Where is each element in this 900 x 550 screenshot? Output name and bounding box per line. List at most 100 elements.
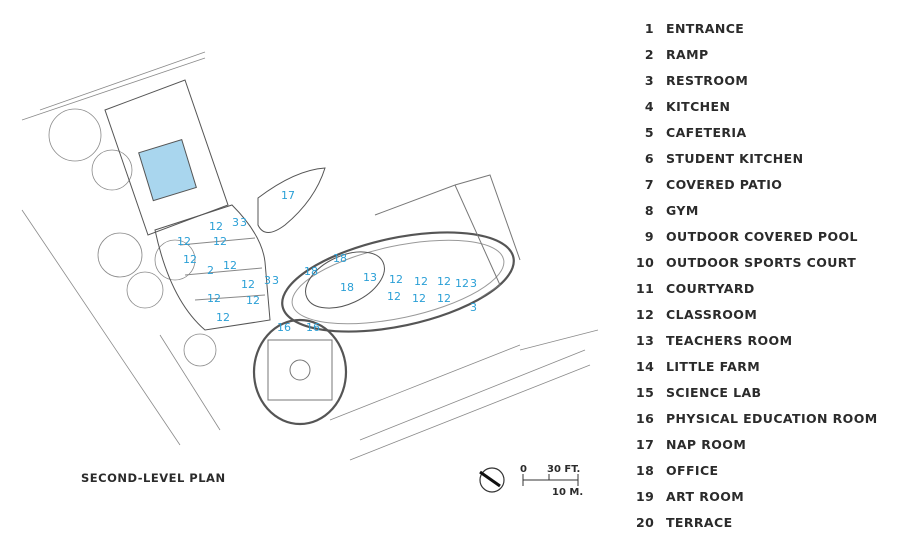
ellipse-inner-wall <box>291 239 505 325</box>
room-number: 3 <box>272 274 279 287</box>
room-number: 18 <box>304 265 318 278</box>
legend-number: 8 <box>644 203 654 218</box>
pool-courtyard <box>104 79 229 236</box>
site-line <box>359 349 586 441</box>
legend-item: 17 NAP ROOM <box>636 436 878 462</box>
left-classroom-wing <box>154 204 271 331</box>
legend-item: 5 CAFETERIA <box>636 124 878 150</box>
scale-feet: 30 FT. <box>547 464 580 475</box>
room-number: 18 <box>333 252 347 265</box>
room-number: 3 <box>240 216 247 229</box>
legend-item: 11 COURTYARD <box>636 280 878 306</box>
room-number: 12 <box>387 290 401 303</box>
legend-label: SCIENCE LAB <box>666 385 762 400</box>
legend-number: 19 <box>636 489 655 504</box>
legend-label: GYM <box>666 203 699 218</box>
legend-number: 16 <box>636 411 655 426</box>
legend-number: 1 <box>644 21 654 36</box>
legend-label: NAP ROOM <box>666 437 747 452</box>
main-ellipse-wing <box>281 231 515 333</box>
room-number: 12 <box>389 273 403 286</box>
site-line <box>159 334 221 431</box>
room-number: 3 <box>470 301 477 314</box>
room-number: 12 <box>216 311 230 324</box>
legend-number: 9 <box>644 229 654 244</box>
legend-number: 12 <box>636 307 655 322</box>
legend-item: 13 TEACHERS ROOM <box>636 332 878 358</box>
nap-room-lobe <box>257 167 326 233</box>
legend-label: CAFETERIA <box>666 125 747 140</box>
legend-number: 20 <box>636 515 655 530</box>
floor-plan-drawing: 17 3 3 12 12 12 12 2 12 12 12 3 3 12 12 … <box>21 51 599 498</box>
legend-number: 10 <box>636 255 655 270</box>
wall-lines <box>179 237 266 301</box>
legend-label: STUDENT KITCHEN <box>666 151 804 166</box>
room-number: 16 <box>277 321 291 334</box>
legend-number: 11 <box>636 281 655 296</box>
room-number: 12 <box>177 235 191 248</box>
room-number: 18 <box>340 281 354 294</box>
scale-bar: 0 30 FT. 10 M. <box>520 464 583 498</box>
site-line <box>329 344 521 421</box>
room-number: 12 <box>455 277 469 290</box>
room-number: 17 <box>281 189 295 202</box>
legend-label: LITTLE FARM <box>666 359 761 374</box>
room-number: 12 <box>414 275 428 288</box>
legend-number: 14 <box>636 359 655 374</box>
legend-number: 6 <box>644 151 654 166</box>
room-number: 12 <box>437 292 451 305</box>
room-number: 12 <box>246 294 260 307</box>
outdoor-pool <box>138 139 197 202</box>
room-number: 3 <box>264 274 271 287</box>
office-core <box>305 251 385 309</box>
tree-symbol <box>154 239 196 281</box>
site-line <box>349 364 591 461</box>
legend-item: 6 STUDENT KITCHEN <box>636 150 878 176</box>
scale-zero: 0 <box>520 464 527 475</box>
court-center <box>289 359 311 381</box>
room-number: 12 <box>209 220 223 233</box>
legend-number: 4 <box>644 99 654 114</box>
scale-meters: 10 M. <box>552 487 583 498</box>
legend-number: 5 <box>644 125 654 140</box>
legend-label: ENTRANCE <box>666 21 745 36</box>
legend-label: COVERED PATIO <box>666 177 783 192</box>
legend-item: 4 KITCHEN <box>636 98 878 124</box>
legend-label: RAMP <box>666 47 709 62</box>
room-number: 12 <box>412 292 426 305</box>
site-line <box>21 209 181 446</box>
room-number: 3 <box>470 277 477 290</box>
legend-label: KITCHEN <box>666 99 731 114</box>
tree-symbol <box>91 149 133 191</box>
legend-item: 10 OUTDOOR SPORTS COURT <box>636 254 878 280</box>
legend-label: TERRACE <box>666 515 733 530</box>
room-number: 12 <box>213 235 227 248</box>
room-number: 13 <box>363 271 377 284</box>
legend-label: CLASSROOM <box>666 307 758 322</box>
site-line <box>519 329 599 351</box>
legend-item: 14 LITTLE FARM <box>636 358 878 384</box>
room-number: 2 <box>207 264 214 277</box>
legend-number: 18 <box>636 463 655 478</box>
legend-number: 13 <box>636 333 655 348</box>
legend-number: 7 <box>644 177 654 192</box>
legend-number: 2 <box>644 47 654 62</box>
legend-number: 17 <box>636 437 655 452</box>
legend-item: 2 RAMP <box>636 46 878 72</box>
legend-label: PHYSICAL EDUCATION ROOM <box>666 411 878 426</box>
legend-number: 15 <box>636 385 655 400</box>
tree-symbol <box>126 271 164 309</box>
legend-item: 15 SCIENCE LAB <box>636 384 878 410</box>
legend-item: 7 COVERED PATIO <box>636 176 878 202</box>
legend-label: OUTDOOR SPORTS COURT <box>666 255 857 270</box>
room-number: 3 <box>232 216 239 229</box>
legend-label: TEACHERS ROOM <box>666 333 793 348</box>
room-number: 12 <box>183 253 197 266</box>
site-line <box>39 51 206 111</box>
legend-label: COURTYARD <box>666 281 755 296</box>
terrace-outline <box>454 174 521 261</box>
